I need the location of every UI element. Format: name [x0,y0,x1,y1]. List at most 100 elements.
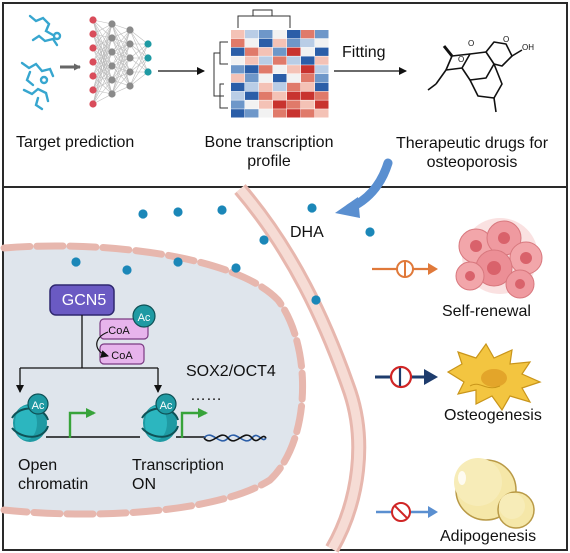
nuclear-envelope [0,242,307,518]
acetyl-group-icon [132,304,156,328]
heatmap-cell [287,47,301,56]
nn-edge [129,57,149,87]
heatmap-cell [315,30,329,39]
sox2-oct4-label: SOX2/OCT4 [186,363,276,380]
heatmap-cell [273,91,287,100]
oxygen-label: O [503,35,509,44]
nn-node [126,54,134,62]
heatmap-cell [231,65,245,74]
nn-node [126,68,134,76]
drugs-line1: Therapeutic drugs for [395,135,549,152]
nn-edge [92,37,113,105]
nn-edge [92,23,113,63]
coa-box [99,343,145,365]
cell-membrane-inner [236,186,364,552]
bone-profile-label: Bone transcription profile [186,133,352,171]
nn-node [89,16,97,24]
dha-molecule-icon [427,41,523,113]
open-line2: chromatin [18,476,89,493]
hydroxyl-label: OH [522,43,534,52]
nn-node [89,86,97,94]
heatmap-cell [315,47,329,56]
heatmap-cell [259,65,273,74]
nn-node [89,72,97,80]
heatmap-cell [245,65,259,74]
oxygen-label: O [458,55,464,64]
self-renewal-label: Self-renewal [442,303,531,320]
dha-dot [365,227,375,237]
nn-node [108,76,116,84]
dha-dot [138,209,148,219]
heatmap-cell [245,56,259,65]
transcription-line1: Transcription [132,457,224,474]
ellipsis-label: …… [190,387,222,404]
heatmap-cell [259,74,273,83]
heatmap-cell [287,100,301,109]
osteogenesis-label: Osteogenesis [444,407,542,424]
heatmap-cell [245,82,259,92]
heatmap-cell [245,30,259,39]
transcription-arrow [68,408,96,438]
nn-node [89,44,97,52]
heatmap-cell [231,74,245,83]
heatmap-cell [301,100,315,109]
heatmap-cell [273,56,287,65]
heatmap-cell [273,109,287,118]
heatmap-cell [315,82,329,92]
heatmap-cell [259,109,273,118]
nn-edge [111,29,131,67]
nn-node [108,62,116,70]
open-chromatin-label: Open chromatin [18,456,88,494]
nn-edge [129,43,149,87]
therapeutic-drugs-label: Therapeutic drugs for osteoporosis [384,134,560,172]
acetyl-group-icon [155,393,177,415]
adipocyte-cells-icon [454,458,535,529]
transcription-on-label: Transcription ON [132,456,224,494]
nn-edge [129,43,149,59]
nn-node [144,54,152,62]
osteoblast-cell-icon [446,342,542,412]
nn-node [89,100,97,108]
transcription-line2: ON [132,476,156,493]
heatmap-cell [287,91,301,100]
heatmap-cell [259,91,273,100]
ac-label: Ac [137,312,151,324]
heatmap-cell [231,38,245,48]
heatmap-cell [245,109,259,118]
heatmap-cell [301,91,315,100]
heatmap-cell [231,47,245,56]
molecule-structures-icon [20,14,62,111]
heatmap-cell [273,65,287,74]
heatmap-cell [301,109,315,118]
nn-edge [92,51,113,105]
stem-cell-cluster-icon [455,218,543,299]
heatmap-cell [315,38,329,48]
nn-node [126,82,134,90]
heatmap-cell [259,82,273,92]
heatmap-cell [259,47,273,56]
heatmap-cell [259,100,273,109]
heatmap-cell [287,109,301,118]
heatmap-cell [315,100,329,109]
heatmap-cell [273,74,287,83]
heatmap-cell [245,74,259,83]
adipogenesis-label: Adipogenesis [440,528,537,545]
nn-edge [111,57,131,95]
transcription-arrow [180,408,208,438]
heatmap-cell [315,65,329,74]
nn-node [108,90,116,98]
dha-dot [259,235,269,245]
heatmap-cell [259,38,273,48]
nn-node [108,48,116,56]
nn-edge [111,43,131,95]
nn-node [126,40,134,48]
oxygen-label: O [468,39,474,48]
dha-dot [307,203,317,213]
heatmap-cell [231,91,245,100]
fitting-label: Fitting [342,44,386,61]
acetyl-group-icon [27,393,49,415]
nn-node [144,40,152,48]
heatmap-cell [315,91,329,100]
